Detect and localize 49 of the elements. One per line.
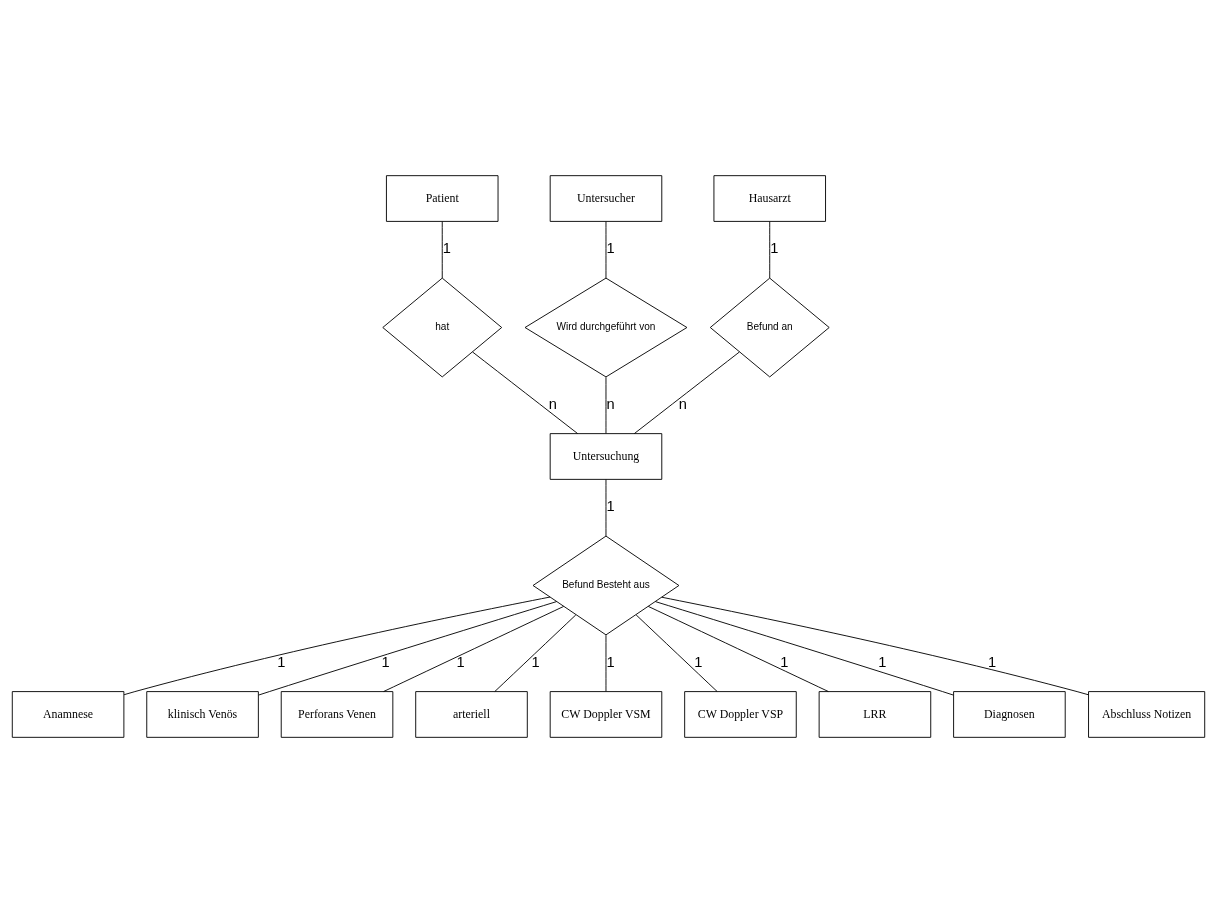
edge-label: 1 — [277, 653, 286, 670]
edge-label: 1 — [442, 239, 451, 256]
edge-label: 1 — [694, 653, 703, 670]
connector — [769, 220, 771, 279]
edge-label: 1 — [987, 653, 997, 670]
node-box: Abschluss Notizen — [1088, 690, 1206, 738]
node-diamond: Befund an — [709, 277, 830, 377]
node-box: klinisch Venös — [146, 690, 259, 738]
edge-label: 1 — [531, 653, 540, 670]
edge-label: 1 — [456, 653, 465, 670]
node-box: Diagnosen — [953, 690, 1066, 738]
connector — [441, 220, 443, 279]
connector — [633, 351, 740, 434]
connector — [494, 613, 577, 692]
node-box: Untersuchung — [549, 432, 663, 480]
node-box: Perforans Venen — [280, 690, 394, 738]
node-diamond: hat — [382, 277, 503, 377]
connector — [661, 596, 1089, 695]
connector — [605, 376, 607, 434]
edge-label: 1 — [381, 653, 390, 670]
edge-label: n — [678, 395, 687, 412]
connector — [647, 605, 829, 692]
node-box: Anamnese — [11, 690, 125, 738]
edge-label: 1 — [606, 239, 615, 256]
edge-label: 1 — [780, 653, 789, 670]
edge-label: 1 — [606, 497, 615, 514]
connector — [123, 596, 551, 695]
node-box: LRR — [818, 690, 932, 738]
connector — [605, 634, 607, 692]
connector — [605, 478, 607, 537]
edge-label: 1 — [770, 239, 779, 256]
connector — [654, 600, 954, 695]
node-box: Patient — [385, 174, 499, 222]
connector — [635, 613, 718, 692]
connector — [258, 600, 558, 695]
connector — [605, 220, 607, 279]
connector — [383, 605, 565, 692]
edge-label: 1 — [606, 653, 615, 670]
connector — [472, 351, 579, 434]
node-box: Untersucher — [549, 174, 663, 222]
node-diamond: Befund Besteht aus — [532, 535, 680, 635]
node-diamond: Wird durchgeführt von — [524, 277, 688, 377]
node-box: Hausarzt — [713, 174, 826, 222]
node-box: arteriell — [415, 690, 528, 738]
node-box: CW Doppler VSP — [684, 690, 797, 738]
edge-label: n — [548, 395, 557, 412]
edge-label: n — [606, 395, 615, 412]
node-box: CW Doppler VSM — [549, 690, 663, 738]
edge-label: 1 — [878, 653, 887, 670]
